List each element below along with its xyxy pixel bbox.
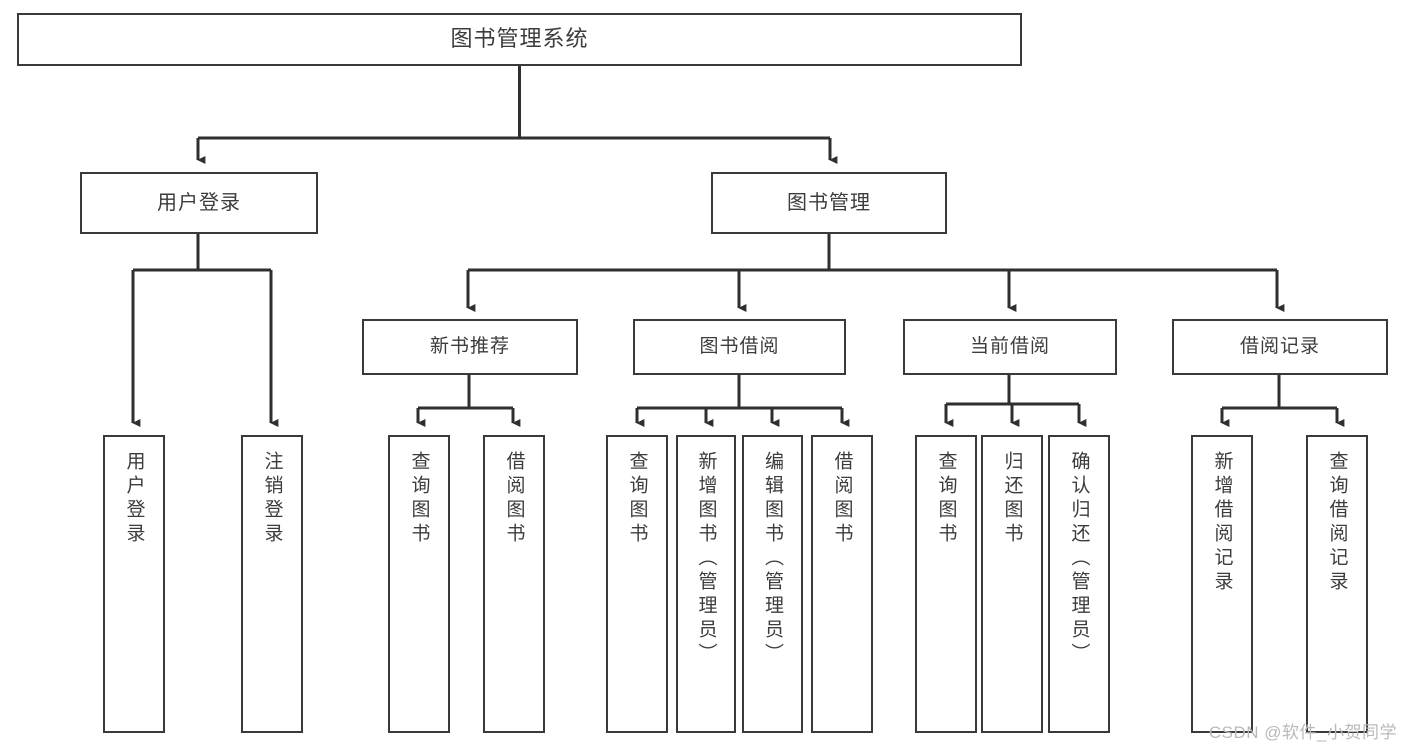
- node-label: 查询图书: [408, 451, 430, 547]
- csdn-watermark: CSDN @软件_小贺同学: [1208, 723, 1397, 742]
- node-label: 新书推荐: [429, 336, 510, 358]
- node-label: 查询借阅记录: [1326, 451, 1348, 595]
- leaf-query-record[interactable]: 查询借阅记录: [1306, 435, 1368, 733]
- node-new-book-recommend[interactable]: 新书推荐: [362, 319, 578, 375]
- node-label: 编辑图书（管理员）: [762, 451, 783, 667]
- leaf-query-book-3[interactable]: 查询图书: [915, 435, 977, 733]
- leaf-confirm-return[interactable]: 确认归还（管理员）: [1048, 435, 1110, 733]
- node-label: 图书管理: [787, 191, 871, 214]
- leaf-edit-book[interactable]: 编辑图书（管理员）: [742, 435, 803, 733]
- node-label: 图书管理系统: [450, 26, 589, 52]
- node-label: 当前借阅: [969, 336, 1050, 358]
- node-borrow-record[interactable]: 借阅记录: [1172, 319, 1388, 375]
- node-root-book-management-system[interactable]: 图书管理系统: [17, 13, 1022, 66]
- node-label: 新增图书（管理员）: [695, 451, 717, 667]
- node-user-login[interactable]: 用户登录: [80, 172, 318, 234]
- node-label: 用户登录: [123, 451, 145, 547]
- node-label: 确认归还（管理员）: [1068, 451, 1090, 667]
- leaf-user-login[interactable]: 用户登录: [103, 435, 165, 733]
- node-book-borrow[interactable]: 图书借阅: [633, 319, 846, 375]
- node-label: 借阅记录: [1239, 336, 1320, 358]
- leaf-query-book-1[interactable]: 查询图书: [388, 435, 450, 733]
- leaf-borrow-book-1[interactable]: 借阅图书: [483, 435, 545, 733]
- leaf-return-book[interactable]: 归还图书: [981, 435, 1043, 733]
- node-label: 借阅图书: [503, 451, 525, 547]
- node-book-manage[interactable]: 图书管理: [711, 172, 947, 234]
- leaf-logout-login[interactable]: 注销登录: [241, 435, 303, 733]
- leaf-query-book-2[interactable]: 查询图书: [606, 435, 668, 733]
- leaf-add-record[interactable]: 新增借阅记录: [1191, 435, 1253, 733]
- leaf-add-book[interactable]: 新增图书（管理员）: [676, 435, 736, 733]
- node-label: 新增借阅记录: [1211, 451, 1233, 595]
- node-label: 查询图书: [935, 451, 957, 547]
- node-label: 查询图书: [626, 451, 648, 547]
- node-current-borrow[interactable]: 当前借阅: [903, 319, 1117, 375]
- node-label: 用户登录: [157, 191, 241, 214]
- node-label: 归还图书: [1001, 451, 1023, 547]
- node-label: 借阅图书: [831, 451, 853, 547]
- leaf-borrow-book-2[interactable]: 借阅图书: [811, 435, 873, 733]
- node-label: 注销登录: [261, 451, 283, 547]
- node-label: 图书借阅: [699, 336, 780, 358]
